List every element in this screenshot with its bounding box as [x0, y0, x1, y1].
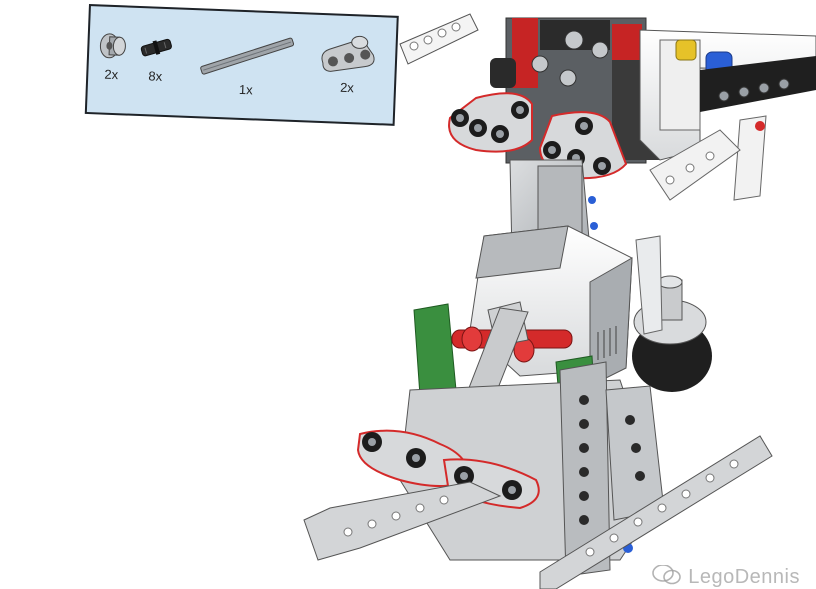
upper-white-liftarm	[399, 13, 479, 65]
part-double-beam-connector: 2x	[314, 31, 382, 96]
bush-quantity: 2x	[104, 66, 119, 83]
double-beam-connector-icon	[314, 31, 382, 78]
axle-icon	[196, 32, 298, 80]
watermark: LegoDennis	[652, 565, 800, 589]
double-beam-connector-quantity: 2x	[339, 79, 355, 96]
parts-callout-panel: 2x 8x	[84, 4, 399, 126]
right-white-frame	[639, 29, 816, 201]
lower-frame	[399, 361, 665, 577]
landing-skids	[303, 435, 773, 589]
part-bush: 2x	[96, 28, 128, 82]
rotor-hub	[632, 235, 712, 392]
bush-icon	[97, 28, 128, 63]
wechat-logo-icon	[652, 565, 682, 589]
watermark-text: LegoDennis	[688, 565, 800, 588]
friction-pin-icon	[137, 30, 176, 65]
upper-left-pin-assembly	[448, 92, 533, 153]
part-friction-pin: 8x	[136, 30, 176, 84]
friction-pin-quantity: 8x	[148, 68, 163, 84]
axle-quantity: 1x	[238, 81, 253, 98]
part-axle: 1x	[196, 32, 298, 99]
